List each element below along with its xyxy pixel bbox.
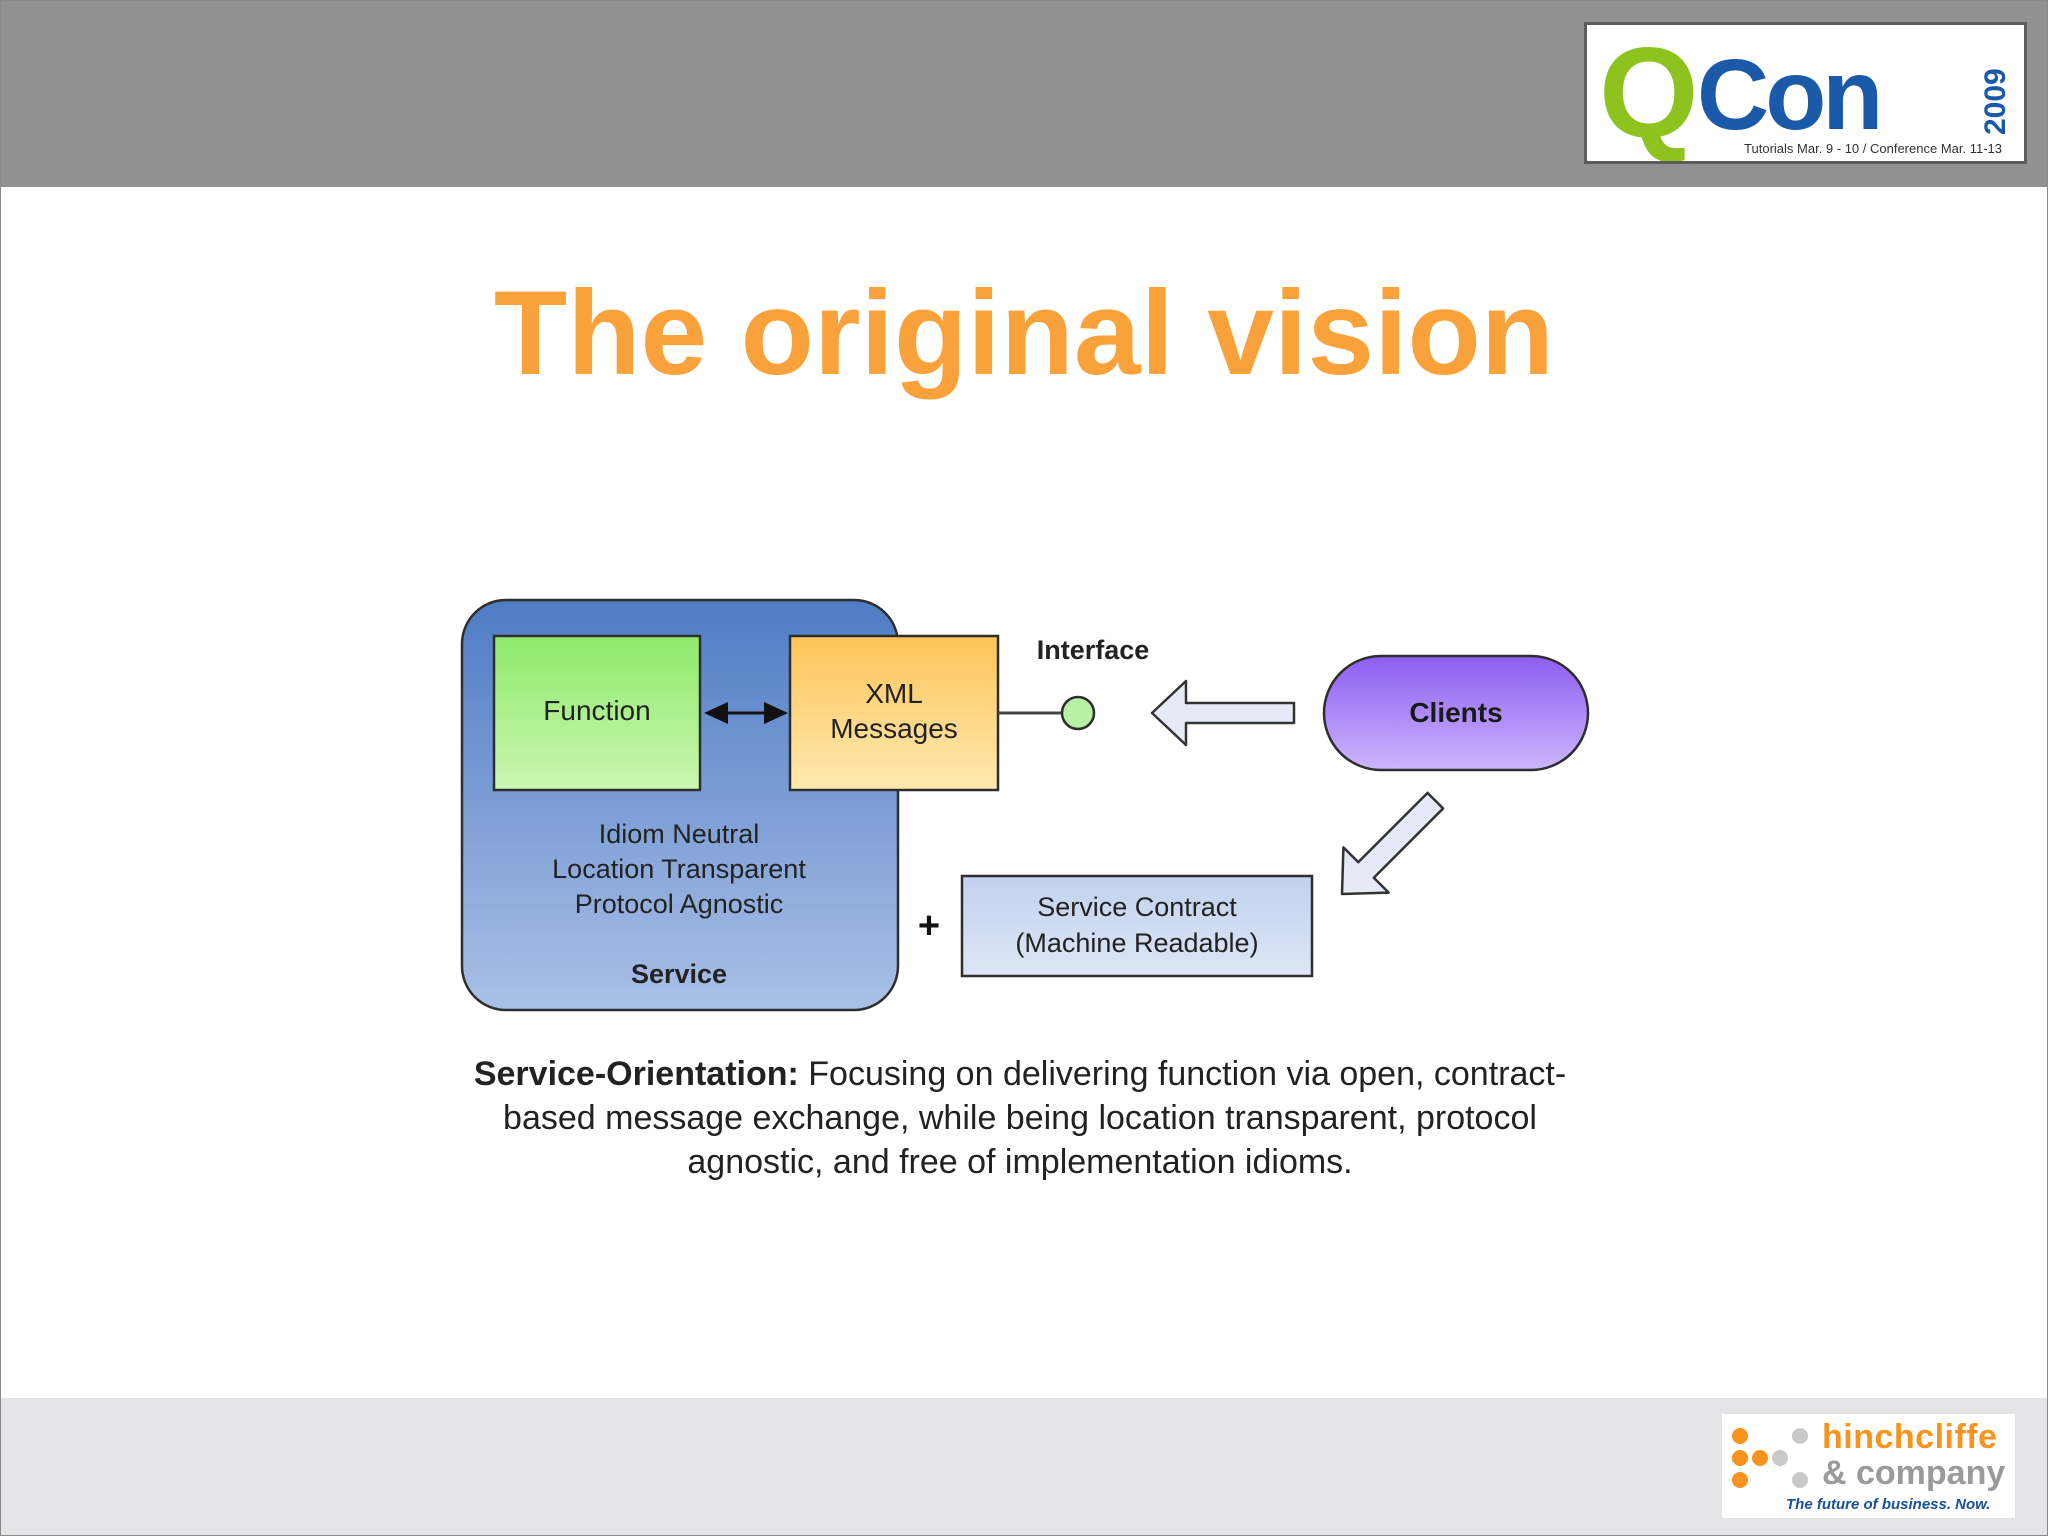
service-property-3: Protocol Agnostic: [575, 889, 784, 919]
diagram-caption: Service-Orientation: Focusing on deliver…: [460, 1052, 1580, 1184]
function-box: [492, 634, 702, 792]
double-arrow-icon: [704, 702, 788, 724]
caption-lead: Service-Orientation:: [473, 1055, 799, 1093]
clients-box: [1322, 654, 1590, 772]
diagonal-arrow-icon: [1340, 791, 1445, 896]
clients-label: Clients: [1409, 697, 1502, 728]
interface-connector: [998, 695, 1096, 731]
service-property-2: Location Transparent: [552, 854, 806, 884]
service-orientation-diagram: Function XML Messages Idiom Neutral Loca…: [460, 598, 1590, 1012]
xml-messages-label-line2: Messages: [830, 713, 958, 744]
caption-body: Focusing on delivering function via open…: [503, 1055, 1567, 1181]
qcon-logo-tagline: Tutorials Mar. 9 - 10 / Conference Mar. …: [1744, 141, 2002, 156]
hinchcliffe-tagline: The future of business. Now.: [1786, 1496, 1991, 1513]
qcon-logo: Q Con 2009 Tutorials Mar. 9 - 10 / Confe…: [1584, 22, 2027, 164]
xml-messages-box: [788, 634, 1000, 792]
service-contract-line1: Service Contract: [1037, 892, 1237, 922]
service-property-1: Idiom Neutral: [599, 819, 760, 849]
service-label: Service: [631, 959, 727, 989]
qcon-logo-q: Q: [1599, 25, 1699, 161]
service-contract-line2: (Machine Readable): [1015, 928, 1258, 958]
qcon-logo-con: Con: [1697, 39, 1879, 151]
qcon-logo-year: 2009: [1979, 68, 2012, 135]
slide-title: The original vision: [493, 266, 1555, 400]
hinchcliffe-name: hinchcliffe: [1822, 1418, 1998, 1456]
footer-band: [0, 1398, 2048, 1536]
interface-label: Interface: [1037, 635, 1150, 665]
plus-sign: +: [918, 905, 940, 947]
function-label: Function: [543, 695, 650, 726]
hinchcliffe-logo: hinchcliffe & company The future of busi…: [1722, 1414, 2015, 1518]
left-arrow-icon: [1150, 679, 1296, 747]
xml-messages-label-line1: XML: [865, 678, 923, 709]
hinchcliffe-company: & company: [1822, 1454, 2006, 1492]
dots-icon: [1732, 1428, 1808, 1488]
service-contract-box: [960, 874, 1314, 978]
